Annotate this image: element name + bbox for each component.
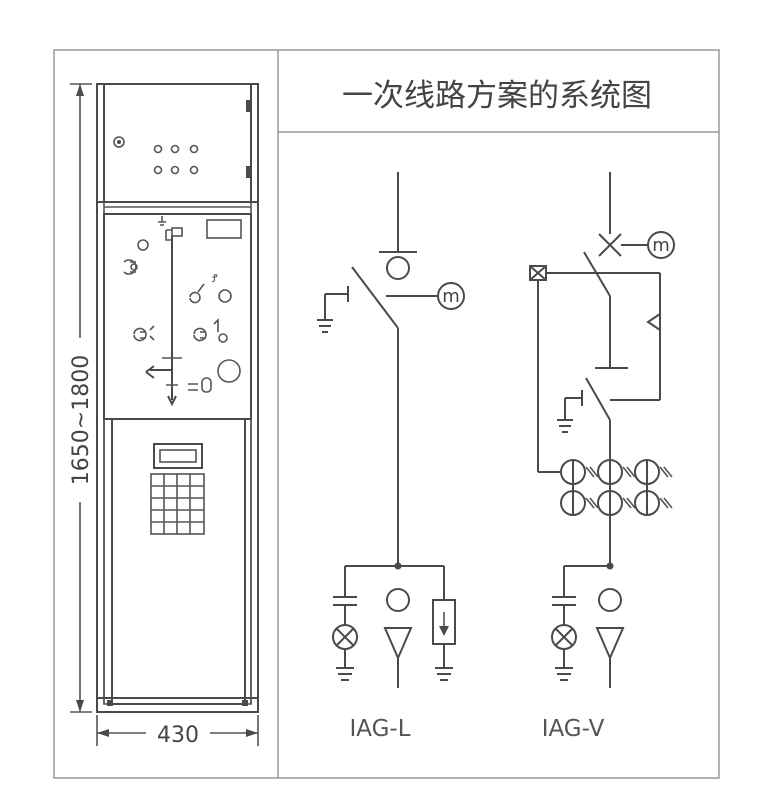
scheme-label-iag-l: IAG-L	[349, 716, 410, 742]
operation-panel	[103, 213, 252, 420]
current-transformer-icon	[598, 588, 622, 612]
height-dimension-line	[70, 83, 92, 713]
cable-termination-icon	[383, 627, 413, 661]
cable-compartment-door	[111, 418, 246, 705]
scheme-iag-l: m	[317, 172, 465, 688]
signal-lamp-array	[153, 144, 199, 175]
width-dimension-line	[96, 715, 259, 746]
indicator-lamp-icon	[332, 624, 358, 650]
height-dimension-label: 1650~1800	[69, 355, 94, 485]
fuse-icon	[386, 256, 410, 280]
nameplate-window	[206, 219, 242, 239]
current-transformer-array	[560, 459, 673, 516]
svg-text:Ꝭ: Ꝭ	[212, 272, 218, 285]
motor-operator-icon	[437, 282, 465, 310]
table-frame	[53, 49, 720, 779]
width-dimension-label: 430	[157, 723, 199, 748]
cabinet-front-view: Ꝭ	[96, 83, 259, 713]
viewing-window	[153, 443, 203, 469]
diagram-title: 一次线路方案的系统图	[342, 78, 652, 114]
ground-icon	[317, 319, 333, 333]
indicator-lamp-icon	[551, 624, 577, 650]
scheme-iag-v: m	[529, 172, 675, 688]
motor-operator-icon	[647, 231, 675, 259]
instrument-compartment	[103, 83, 252, 203]
cable-termination-icon	[595, 627, 625, 661]
motor-operator-label: m	[652, 235, 670, 256]
current-transformer-icon	[386, 588, 410, 612]
scheme-label-iag-v: IAG-V	[542, 716, 605, 742]
relay-icon	[646, 312, 661, 332]
indicator-lamp-icon	[113, 136, 125, 148]
load-switch-blade	[351, 266, 399, 329]
motor-operator-label: m	[442, 286, 460, 307]
